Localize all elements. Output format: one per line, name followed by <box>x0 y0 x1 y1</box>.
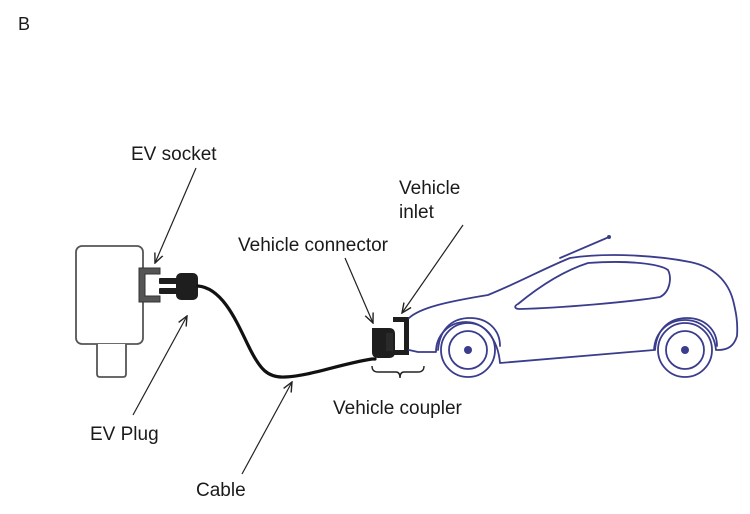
arrow-cable <box>241 382 292 475</box>
car-window <box>514 261 671 310</box>
ev-plug <box>159 273 198 300</box>
arrow-ev-socket <box>155 167 197 263</box>
arrow-ev-plug <box>132 316 187 416</box>
cable <box>196 284 377 379</box>
rear-wheel-tire <box>657 322 713 378</box>
front-wheel-tire <box>440 322 496 378</box>
vehicle-coupler-brace <box>371 365 425 379</box>
rear-wheel-arch <box>654 317 718 351</box>
arrow-vehicle-inlet <box>402 224 464 313</box>
label-vehicle-inlet-line2: inlet <box>399 202 435 223</box>
label-vehicle-coupler: Vehicle coupler <box>333 398 463 419</box>
label-cable: Cable <box>196 480 246 501</box>
car-antenna-tip <box>607 235 611 239</box>
car-body <box>408 254 739 364</box>
label-ev-plug: EV Plug <box>90 424 159 445</box>
station-body <box>75 245 144 345</box>
connector-face <box>386 333 393 351</box>
car-antenna <box>559 236 610 259</box>
plug-pin-top <box>159 278 179 284</box>
arrow-vehicle-connector <box>344 257 373 323</box>
panel-label: B <box>18 14 30 34</box>
plug-pin-bottom <box>159 288 179 294</box>
vehicle-inlet <box>393 317 409 355</box>
rear-wheel-hub <box>681 346 689 354</box>
ev-socket-bracket <box>138 267 161 303</box>
plug-body <box>176 273 198 300</box>
front-wheel-hub <box>464 346 472 354</box>
front-wheel-rim <box>448 330 488 370</box>
label-vehicle-connector: Vehicle connector <box>238 235 389 256</box>
label-vehicle-inlet-line1: Vehicle <box>399 178 460 199</box>
car <box>408 235 739 378</box>
station-base <box>96 344 127 378</box>
front-wheel-arch <box>437 317 501 351</box>
rear-wheel-rim <box>665 330 705 370</box>
vehicle-connector <box>372 328 395 358</box>
label-ev-socket: EV socket <box>131 144 217 165</box>
charging-station <box>75 245 161 378</box>
